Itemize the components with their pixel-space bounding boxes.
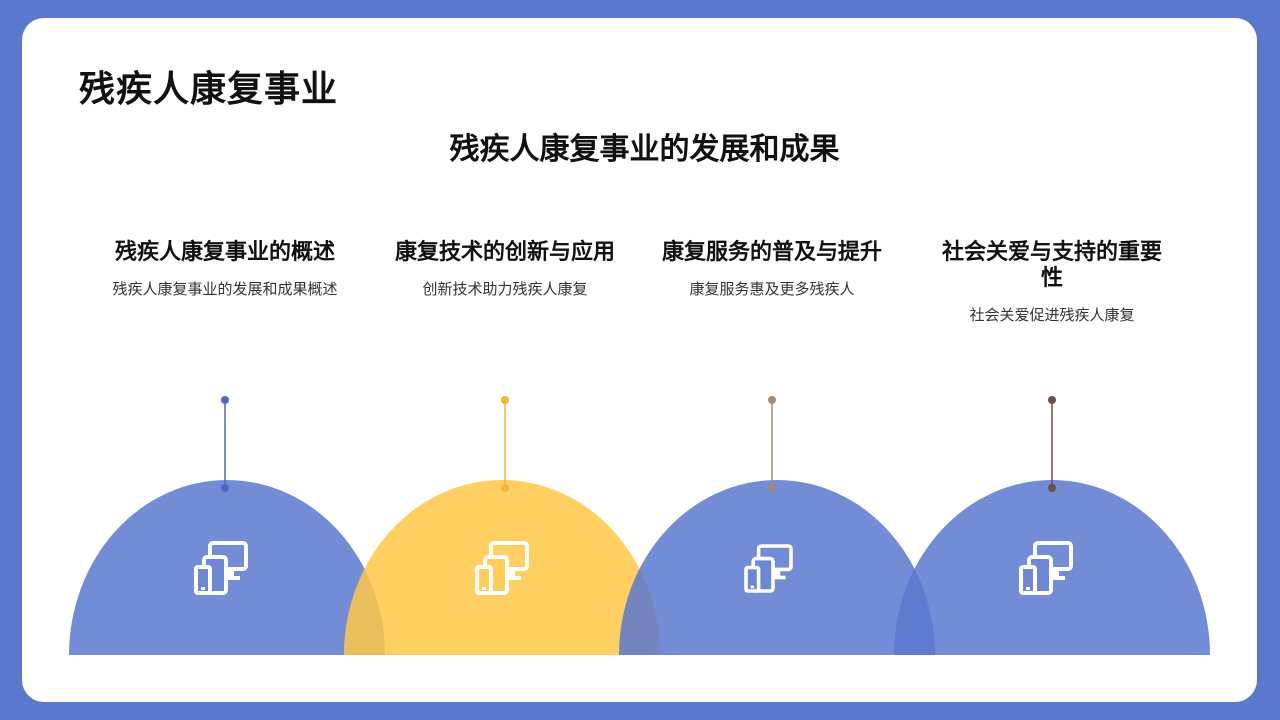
column-title: 残疾人康复事业的概述 <box>114 240 335 265</box>
column-description: 创新技术助力残疾人康复 <box>422 280 588 298</box>
arc-3 <box>619 480 935 655</box>
column-technology: 康复技术的创新与应用 创新技术助力残疾人康复 <box>390 240 620 300</box>
connector-3 <box>768 396 776 492</box>
column-title: 社会关爱与支持的重要性 <box>941 240 1162 291</box>
decorative-arcs <box>69 396 1210 655</box>
column-description: 康复服务惠及更多残疾人 <box>689 280 855 298</box>
slide-subtitle: 残疾人康复事业的发展和成果 <box>449 132 840 167</box>
column-title: 康复服务的普及与提升 <box>661 240 882 265</box>
column-social-care: 社会关爱与支持的重要性 社会关爱促进残疾人康复 <box>937 240 1167 326</box>
column-title: 康复技术的创新与应用 <box>394 240 615 265</box>
slide-title: 残疾人康复事业 <box>79 69 339 110</box>
column-overview: 残疾人康复事业的概述 残疾人康复事业的发展和成果概述 <box>110 240 340 300</box>
connector-4 <box>1048 396 1056 492</box>
column-description: 残疾人康复事业的发展和成果概述 <box>112 280 338 298</box>
connector-2 <box>501 396 509 492</box>
connector-1 <box>221 396 229 492</box>
slide-card: 残疾人康复事业 残疾人康复事业的发展和成果 残疾人康复事业的概述 残疾人康复事业… <box>22 18 1257 702</box>
column-description: 社会关爱促进残疾人康复 <box>969 306 1135 324</box>
column-services: 康复服务的普及与提升 康复服务惠及更多残疾人 <box>657 240 887 300</box>
